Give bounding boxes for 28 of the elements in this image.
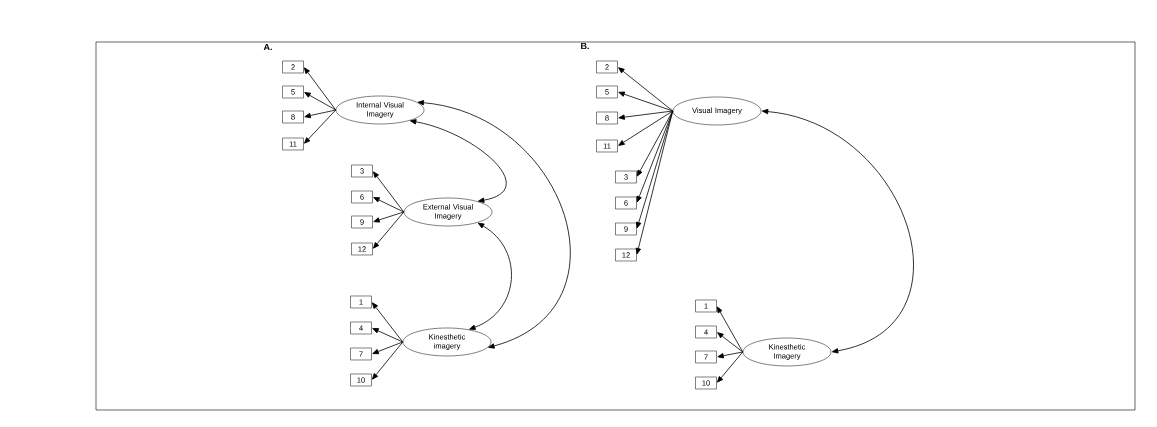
arrow [373, 197, 405, 213]
arrow [373, 171, 405, 213]
arrow [304, 109, 337, 144]
arrow [618, 91, 674, 112]
panel-label: A. [263, 43, 272, 51]
covariance-arrow [410, 119, 507, 203]
arrow [636, 110, 674, 203]
arrow [373, 211, 405, 249]
arrow [304, 92, 337, 111]
arrow [717, 351, 744, 383]
arrow [372, 302, 404, 343]
arrow [618, 67, 674, 112]
arrow [635, 110, 674, 255]
covariance-arrow [469, 222, 512, 330]
arrow [716, 306, 744, 353]
arrow [372, 328, 404, 343]
arrow [373, 211, 405, 223]
panel-label: B. [581, 42, 589, 50]
covariance-arrow [417, 100, 571, 349]
arrow [304, 109, 337, 119]
arrow [717, 351, 744, 359]
arrow [717, 332, 744, 353]
arrow [618, 110, 674, 146]
covariance-arrow [761, 108, 914, 354]
arrow [372, 341, 404, 355]
arrow [372, 341, 404, 380]
arrow [618, 110, 674, 120]
arrow [304, 67, 337, 111]
